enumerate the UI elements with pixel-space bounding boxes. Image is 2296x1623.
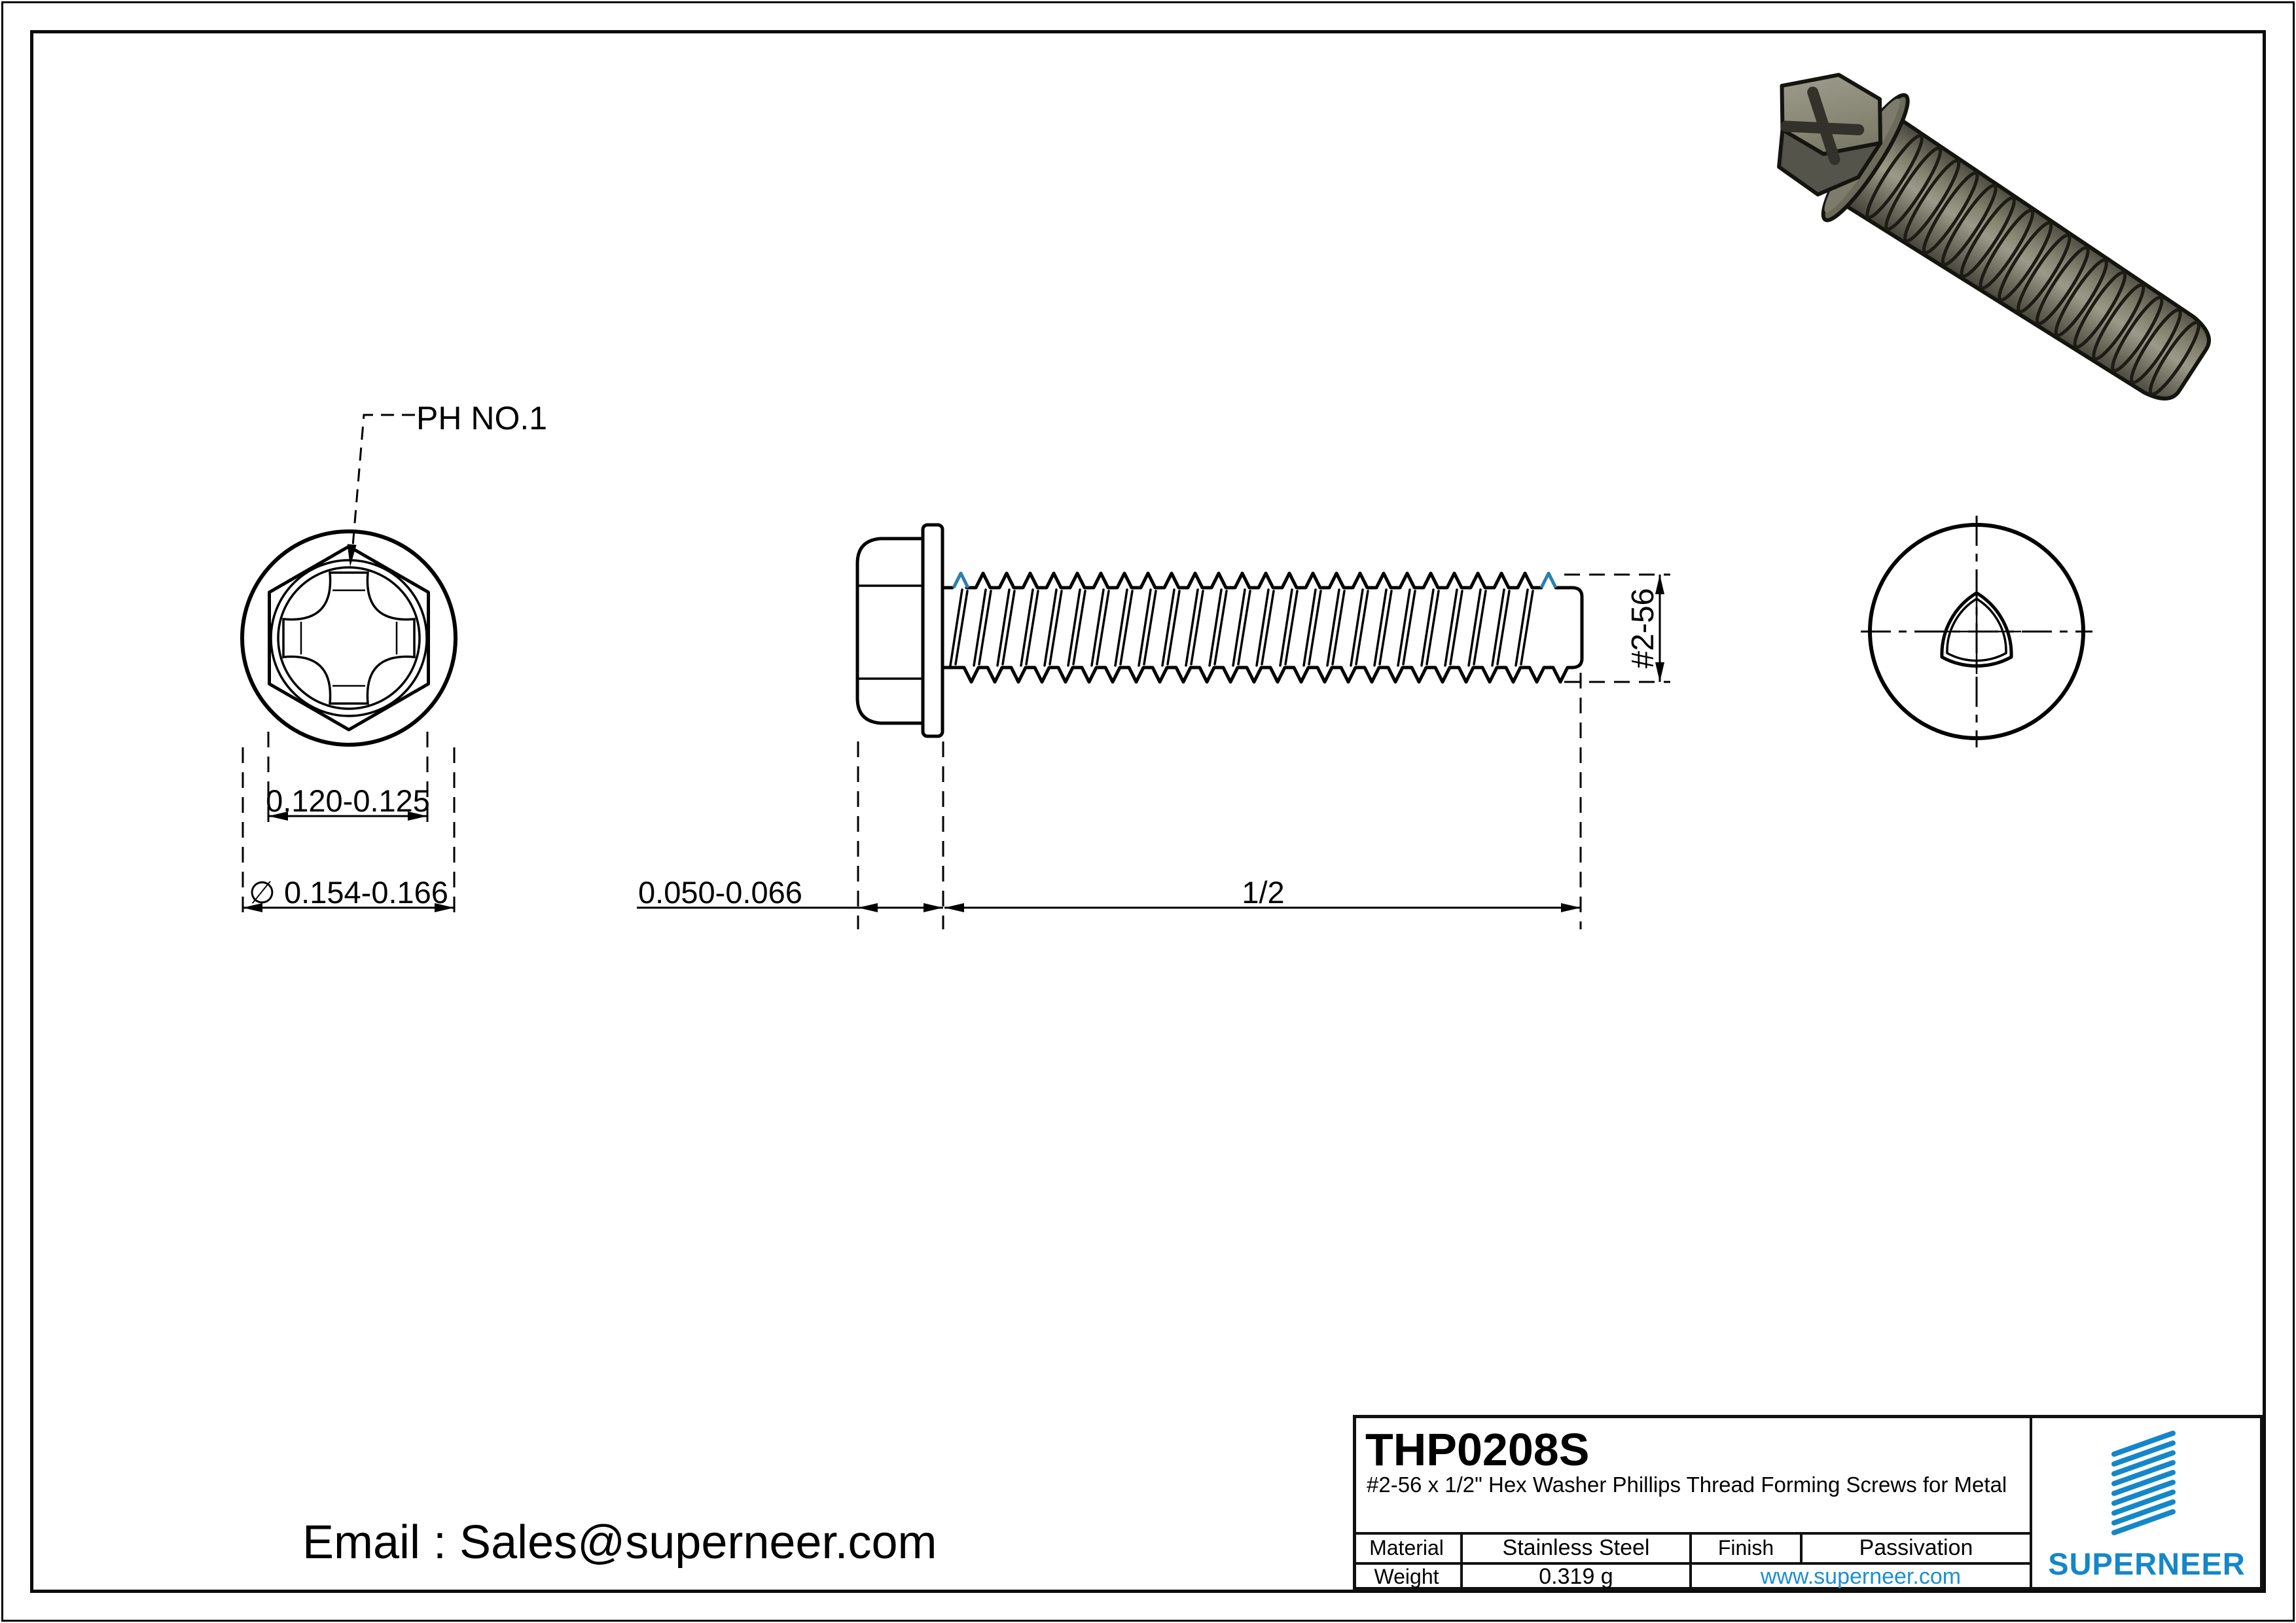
thread-rib-3d	[1903, 158, 1961, 243]
screw-3d-render	[1777, 73, 2211, 401]
drive-callout-label: PH NO.1	[416, 400, 548, 437]
thread-rib-3d	[1960, 196, 2016, 278]
drive-callout-leader	[351, 414, 415, 554]
dim-washer-diameter: ∅ 0.154-0.166	[249, 875, 448, 910]
thread-rib-3d	[2073, 270, 2127, 349]
thread-crest-bottom	[941, 666, 1573, 684]
product-code: THP0208S	[1365, 1424, 1590, 1475]
superneer-logo-icon	[2111, 1431, 2176, 1535]
dim-head-height: 0.050-0.066	[638, 875, 802, 910]
weight-label: Weight	[1374, 1565, 1439, 1588]
thread-end-mark	[1539, 571, 1558, 589]
thread-rib-3d	[1922, 171, 1979, 255]
thread-rib-3d	[2130, 308, 2182, 384]
thread-rib-3d	[1979, 208, 2035, 290]
product-description: #2-56 x 1/2" Hex Washer Phillips Thread …	[1367, 1472, 2007, 1497]
material-value: Stainless Steel	[1502, 1535, 1650, 1560]
thread-rib-3d	[1941, 183, 1998, 266]
finish-value: Passivation	[1859, 1535, 1973, 1560]
dim-hex-width: 0.120-0.125	[266, 783, 430, 818]
end-view-trilobular	[1861, 516, 2092, 747]
thread-rib-3d	[1998, 221, 2053, 302]
thread-start-mark	[952, 571, 970, 589]
thread-flank-lines	[949, 588, 1534, 667]
thread-rib-3d	[2035, 245, 2090, 325]
thread-rib-3d	[1865, 134, 1924, 219]
sheet-inner-frame	[30, 30, 2266, 1593]
phillips-recess-outline	[282, 571, 416, 705]
thread-rib-3d	[2017, 233, 2072, 313]
phillips-3d-cross	[1780, 86, 1865, 166]
website-link[interactable]: www.superneer.com	[1760, 1564, 1962, 1589]
thread-rib-3d	[2111, 296, 2164, 372]
screw-tip	[1566, 586, 1584, 669]
thread-rib-3d	[2092, 283, 2145, 361]
contact-email: Email : Sales@superneer.com	[302, 1516, 937, 1569]
thread-crest-top	[941, 571, 1573, 590]
dim-thread-length: 1/2	[1242, 875, 1285, 910]
thread-rib-3d	[1884, 146, 1943, 231]
finish-label: Finish	[1717, 1535, 1774, 1560]
weight-value: 0.319 g	[1539, 1564, 1613, 1589]
thread-rib-3d	[2148, 321, 2200, 396]
dim-thread-size: #2-56	[1625, 588, 1660, 669]
side-view-screw	[637, 523, 1670, 929]
brand-name: SUPERNEER	[2048, 1546, 2246, 1581]
material-label: Material	[1369, 1535, 1444, 1560]
thread-rib-3d	[2054, 258, 2108, 337]
front-view-hex-washer-head	[240, 414, 457, 918]
